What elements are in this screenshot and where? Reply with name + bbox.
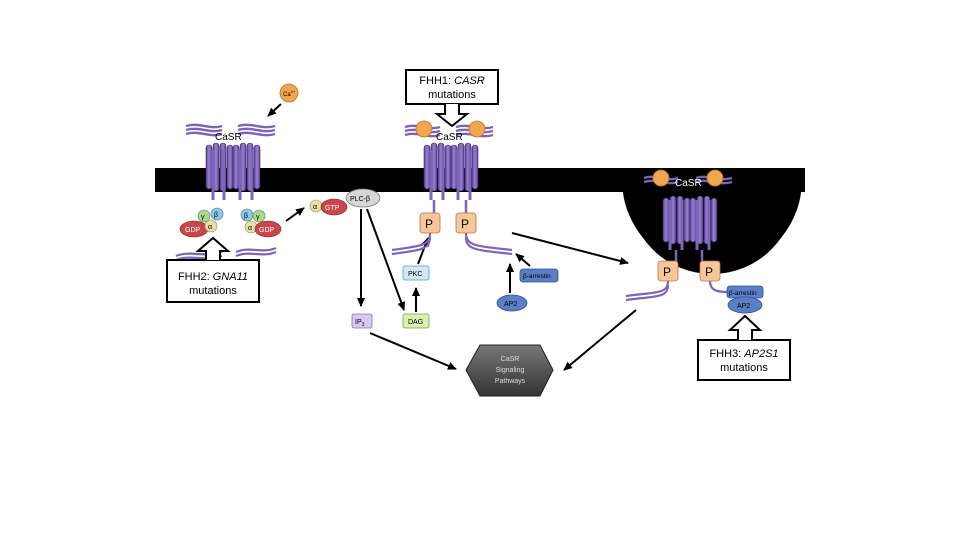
- casr-signaling-pathways: CaSR Signaling Pathways: [465, 344, 554, 397]
- phospho-p-2: P: [455, 212, 477, 234]
- svg-text:DAG: DAG: [408, 319, 423, 326]
- svg-text:PLC-β: PLC-β: [350, 196, 370, 203]
- casr-receptor-3: CaSR P P β-arrestin AP2: [625, 169, 764, 314]
- svg-text:mutations: mutations: [428, 89, 476, 101]
- svg-text:IP3: IP3: [355, 319, 365, 328]
- pkc-box: PKC: [402, 265, 430, 281]
- phospho-p-1: P: [419, 212, 441, 234]
- phospho-p-3: P: [657, 260, 679, 282]
- beta-arrestin-free: β-arrestin: [519, 268, 559, 283]
- svg-text:α: α: [248, 225, 252, 232]
- dag-box: DAG: [402, 313, 430, 329]
- casr-receptor-1: CaSR: [175, 123, 277, 262]
- ip3-box: IP3: [351, 313, 373, 329]
- casr-label-1: CaSR: [215, 132, 242, 143]
- svg-text:FHH2: GNA11: FHH2: GNA11: [178, 271, 248, 283]
- svg-text:mutations: mutations: [720, 362, 768, 374]
- g-protein-complex-1: GDP γ β α: [179, 207, 224, 238]
- arrow-arrestin-binding: [515, 253, 531, 267]
- svg-text:β-arrestin: β-arrestin: [523, 273, 551, 280]
- alpha-gtp-plc-complex: α GTP PLC-β: [309, 188, 381, 216]
- svg-text:γ: γ: [256, 214, 260, 221]
- svg-text:PKC: PKC: [408, 271, 422, 278]
- g-protein-complex-2: β γ α GDP: [240, 208, 282, 238]
- callout-fhh3: FHH3: AP2S1 mutations: [697, 314, 791, 381]
- svg-text:mutations: mutations: [189, 285, 237, 297]
- arrow-plc-to-dag: [366, 208, 406, 311]
- callout-fhh1: FHH1: CASR mutations: [405, 69, 499, 128]
- phospho-p-4: P: [699, 260, 721, 282]
- svg-text:Ca2+: Ca2+: [283, 89, 296, 98]
- svg-text:P: P: [663, 265, 671, 279]
- casr-label-3: CaSR: [675, 178, 702, 189]
- ap2-free: AP2: [496, 294, 528, 312]
- arrow-calcium-binding: [267, 103, 282, 117]
- calcium-ion: Ca2+: [279, 83, 299, 103]
- arrow-endocytosis-to-pathways: [563, 309, 637, 371]
- casr-label-2: CaSR: [436, 132, 463, 143]
- beta-arrestin-bound: β-arrestin: [726, 285, 764, 299]
- casr-receptor-2: CaSR P P: [391, 120, 513, 256]
- arrow-to-gtp: [285, 207, 305, 222]
- svg-text:AP2: AP2: [737, 303, 750, 310]
- svg-text:CaSR: CaSR: [501, 356, 520, 363]
- callout-fhh2: FHH2: GNA11 mutations: [166, 236, 260, 303]
- svg-text:Pathways: Pathways: [495, 378, 526, 385]
- svg-text:β: β: [214, 212, 218, 219]
- svg-text:P: P: [425, 217, 433, 231]
- arrow-ip3-to-pathways: [369, 332, 457, 370]
- svg-text:γ: γ: [201, 214, 205, 221]
- svg-text:α: α: [313, 204, 317, 211]
- svg-text:β: β: [244, 213, 248, 220]
- svg-text:Signaling: Signaling: [496, 367, 525, 374]
- svg-text:GDP: GDP: [259, 227, 275, 234]
- svg-text:GTP: GTP: [325, 205, 340, 212]
- svg-text:P: P: [705, 265, 713, 279]
- ap2-bound: AP2: [727, 296, 763, 314]
- svg-text:α: α: [208, 224, 212, 231]
- svg-text:FHH1: CASR: FHH1: CASR: [419, 75, 484, 87]
- svg-text:FHH3: AP2S1: FHH3: AP2S1: [709, 348, 778, 360]
- svg-text:GDP: GDP: [185, 227, 201, 234]
- svg-text:P: P: [461, 217, 469, 231]
- svg-text:AP2: AP2: [504, 301, 517, 308]
- arrow-to-endocytosis: [511, 232, 629, 265]
- svg-text:β-arrestin: β-arrestin: [729, 290, 757, 297]
